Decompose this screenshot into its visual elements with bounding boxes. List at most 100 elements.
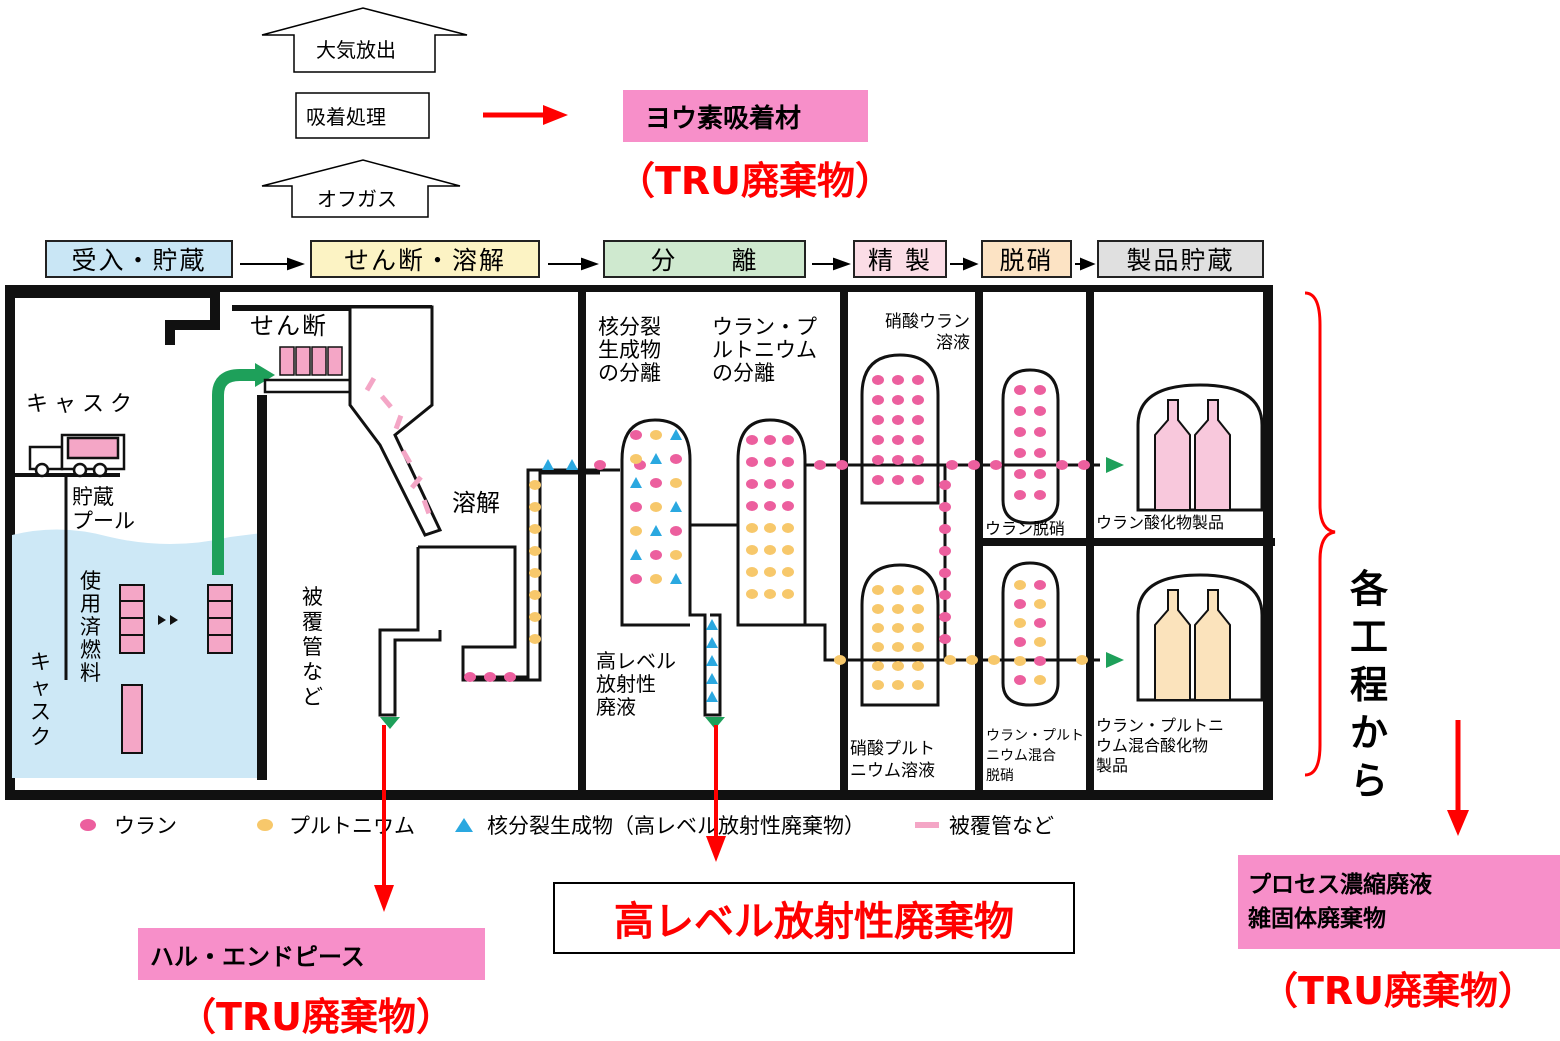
material-marker	[1014, 580, 1026, 590]
offgas-arrow	[261, 159, 461, 218]
material-marker	[529, 546, 541, 556]
fission-product-marker	[670, 429, 682, 440]
plutonium-marker	[912, 642, 924, 652]
uranium-marker	[630, 502, 642, 512]
plutonium-marker	[912, 623, 924, 633]
material-marker	[529, 612, 541, 622]
fission-product-marker	[706, 637, 718, 648]
uranium-marker	[912, 395, 924, 405]
uranium-marker	[1056, 460, 1068, 470]
material-marker	[529, 634, 541, 644]
material-marker	[746, 523, 758, 533]
uranium-marker	[630, 574, 642, 584]
plutonium-marker	[630, 454, 642, 464]
fission-product-marker	[542, 459, 554, 470]
plutonium-marker	[872, 604, 884, 614]
stage-product-storage: 製品貯蔵	[1097, 240, 1264, 278]
uranium-marker	[1034, 427, 1046, 437]
uranyl-nitrate-label: 硝酸ウラン溶液	[885, 312, 970, 353]
material-marker	[782, 545, 794, 555]
uranium-marker	[939, 546, 951, 556]
plutonium-marker	[872, 642, 884, 652]
fission-product-marker	[706, 691, 718, 702]
uranium-marker	[990, 460, 1002, 470]
u-oxide-product-label: ウラン酸化物製品	[1096, 513, 1225, 532]
uranium-marker	[650, 550, 662, 560]
uranium-marker	[1014, 448, 1026, 458]
offgas-label: オフガス	[317, 187, 397, 211]
uranium-marker	[939, 524, 951, 534]
material-marker	[1034, 580, 1046, 590]
uranium-marker	[939, 502, 951, 512]
legend-uranium: ウラン	[114, 814, 177, 838]
uranium-marker	[939, 568, 951, 578]
adsorption-box	[295, 92, 430, 139]
uranium-marker	[814, 460, 826, 470]
uranium-marker	[872, 435, 884, 445]
uranium-marker	[1034, 406, 1046, 416]
uranium-marker	[872, 395, 884, 405]
uranium-marker	[912, 435, 924, 445]
plutonium-marker	[892, 661, 904, 671]
material-marker	[746, 435, 758, 445]
plutonium-marker	[892, 604, 904, 614]
mox-product-label: ウラン・プルトニウム混合酸化物製品	[1096, 716, 1225, 775]
plutonium-marker	[892, 642, 904, 652]
plutonium-marker	[872, 585, 884, 595]
material-marker	[746, 589, 758, 599]
uranium-marker	[650, 478, 662, 488]
uranium-marker	[1014, 427, 1026, 437]
atmospheric-release-arrow	[261, 7, 468, 73]
u-pu-denitration-label: ウラン・プルトニウム混合脱硝	[986, 728, 1084, 784]
plutonium-marker	[912, 585, 924, 595]
fp-separation-label: 核分裂生成物の分離	[598, 315, 661, 385]
material-marker	[1076, 655, 1088, 665]
process-waste-line2: 雑固体廃棄物	[1248, 906, 1386, 932]
material-marker	[764, 435, 776, 445]
plutonium-marker	[670, 478, 682, 488]
shearing-label: せん断	[250, 312, 328, 340]
uranium-marker	[484, 672, 496, 682]
plutonium-marker	[872, 623, 884, 633]
material-marker	[782, 589, 794, 599]
cask-label-top: キャスク	[26, 392, 139, 417]
atmospheric-release-label: 大気放出	[316, 38, 396, 62]
material-marker	[1014, 656, 1026, 666]
material-marker	[782, 501, 794, 511]
dissolution-label: 溶解	[452, 489, 500, 517]
plutonium-marker	[650, 574, 662, 584]
shear-fuel-icon	[279, 346, 343, 376]
material-marker	[1034, 656, 1046, 666]
fission-product-marker	[650, 453, 662, 464]
fission-product-marker	[650, 525, 662, 536]
offgas-diagram	[261, 7, 568, 218]
tru-label-hull: （TRU廃棄物）	[178, 995, 455, 1039]
plutonium-marker	[650, 502, 662, 512]
stage-connectors	[240, 257, 1096, 271]
uranium-marker	[892, 435, 904, 445]
material-marker	[988, 655, 1000, 665]
from-each-process-label: 各工程から	[1349, 567, 1388, 803]
plutonium-marker	[872, 680, 884, 690]
uranium-marker	[946, 460, 958, 470]
uranium-marker	[892, 375, 904, 385]
uranium-marker	[836, 460, 848, 470]
uranium-marker	[872, 455, 884, 465]
uranium-marker	[939, 612, 951, 622]
fission-product-marker	[630, 549, 642, 560]
uranium-marker	[892, 475, 904, 485]
plutonium-marker	[630, 526, 642, 536]
material-marker	[764, 501, 776, 511]
fission-product-marker	[706, 655, 718, 666]
material-marker	[764, 545, 776, 555]
spent-fuel-label: 使用済燃料	[80, 569, 101, 685]
material-marker	[834, 655, 846, 665]
hull-endpiece-box: ハル・エンドピース	[138, 928, 485, 980]
material-marker	[764, 523, 776, 533]
uranium-marker	[912, 415, 924, 425]
uranium-marker	[872, 475, 884, 485]
plutonium-marker	[892, 585, 904, 595]
uranium-legend-icon	[80, 819, 96, 831]
uranium-marker	[912, 455, 924, 465]
material-marker	[764, 589, 776, 599]
